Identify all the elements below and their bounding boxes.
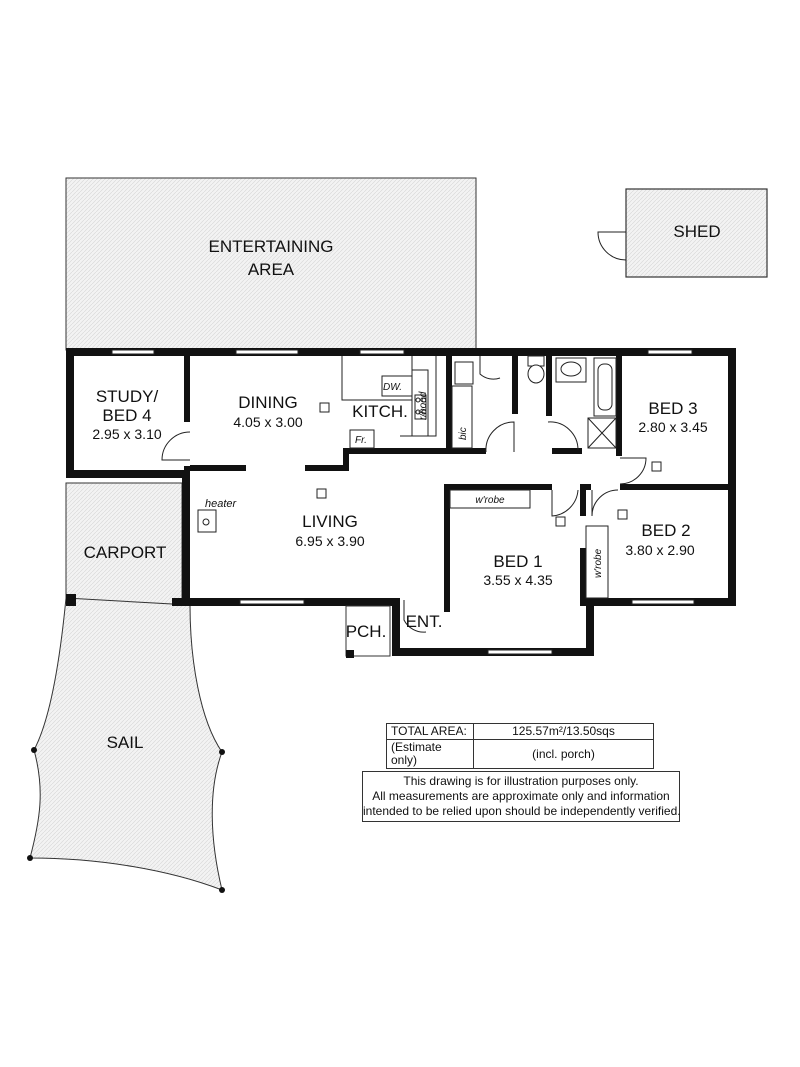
heater-label: heater [205, 498, 238, 510]
kitchen-fixtures [341, 356, 474, 449]
sail-label: SAIL [107, 733, 144, 752]
disclaimer-line: This drawing is for illustration purpose… [403, 774, 639, 788]
carport-post [66, 594, 76, 606]
study-label-2: BED 4 [102, 406, 151, 425]
shed-label: SHED [673, 222, 720, 241]
dining-dims: 4.05 x 3.00 [233, 414, 302, 430]
bathroom-fixtures [527, 355, 617, 449]
bed2-label: BED 2 [641, 521, 690, 540]
living-label: LIVING [302, 512, 358, 531]
entry-label: ENT. [406, 612, 443, 631]
dishwasher-label: DW. [383, 382, 402, 393]
doors [161, 356, 647, 633]
entertaining-label: ENTERTAINING [209, 237, 334, 256]
shed [625, 188, 768, 278]
porch [345, 605, 391, 657]
heater-icon [197, 509, 217, 533]
disclaimer-line: intended to be relied upon should be ind… [363, 804, 681, 818]
rangehood-label: r/hood [418, 391, 429, 420]
kitchen-label: KITCH. [352, 402, 408, 421]
total-area-value: 125.57m²/13.50sqs [473, 723, 654, 740]
dining-label: DINING [238, 393, 298, 412]
windows [111, 349, 695, 655]
carport-label: CARPORT [84, 543, 167, 562]
bed3-dims: 2.80 x 3.45 [638, 419, 707, 435]
wardrobes [449, 489, 609, 599]
porch-label: PCH. [346, 622, 387, 641]
vents [316, 402, 662, 527]
entertaining-area [65, 177, 477, 351]
estimate-label: (Estimate only) [386, 739, 474, 769]
disclaimer: This drawing is for illustration purpose… [362, 771, 681, 822]
disclaimer-line: All measurements are approximate only an… [372, 789, 670, 803]
sail-anchor [27, 855, 33, 861]
sail-anchor [219, 749, 225, 755]
bed1-label: BED 1 [493, 552, 542, 571]
bed2-wardrobe-label: w'robe [593, 548, 604, 578]
area-table: TOTAL AREA: 125.57m²/13.50sqs (Estimate … [386, 723, 654, 769]
sail-anchor [219, 887, 225, 893]
study-dims: 2.95 x 3.10 [92, 426, 161, 442]
living-dims: 6.95 x 3.90 [295, 533, 364, 549]
bed1-dims: 3.55 x 4.35 [483, 572, 552, 588]
sail-anchor [31, 747, 37, 753]
bed1-wardrobe-label: w'robe [475, 495, 505, 506]
bed3-label: BED 3 [648, 399, 697, 418]
porch-note: (incl. porch) [473, 739, 654, 769]
bed2-dims: 3.80 x 2.90 [625, 542, 694, 558]
bic-label: bic [458, 427, 469, 440]
house-footprint [66, 350, 736, 655]
shed-door [597, 231, 627, 261]
sail-area [29, 597, 223, 891]
study-label: STUDY/ [96, 387, 159, 406]
interior-walls [184, 354, 736, 612]
entertaining-label-2: AREA [248, 260, 295, 279]
total-area-label: TOTAL AREA: [386, 723, 474, 740]
fridge-label: Fr. [355, 435, 367, 446]
